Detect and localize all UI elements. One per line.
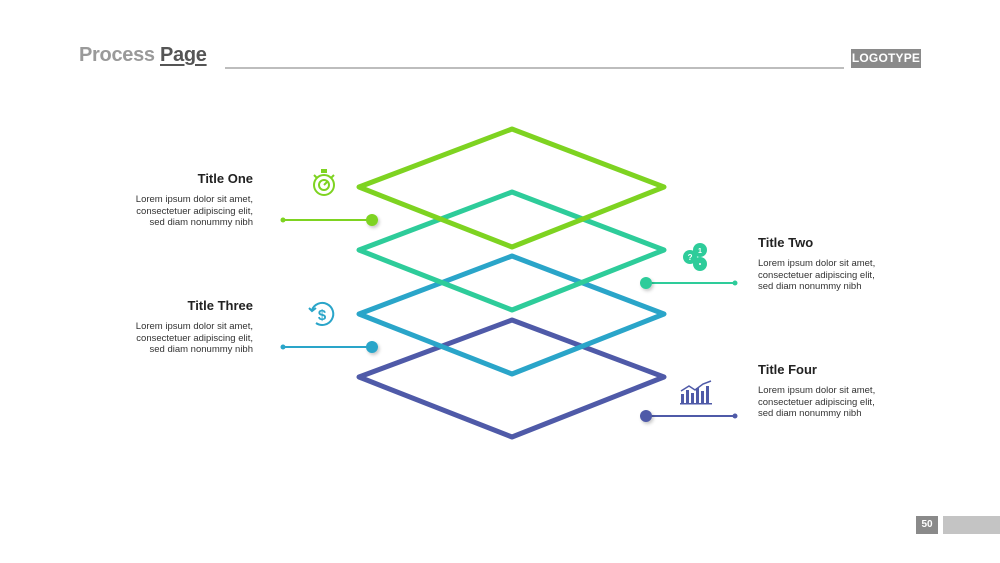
- body-four-line-2: consectetuer adipiscing elit,: [758, 396, 875, 408]
- page-number: 50: [916, 516, 938, 534]
- text-block-two: Title Two Lorem ipsum dolor sit amet, co…: [758, 235, 958, 293]
- title-four: Title Four: [758, 362, 817, 377]
- body-one-line-1: Lorem ipsum dolor sit amet,: [135, 194, 253, 205]
- body-two-line-2: consectetuer adipiscing elit,: [758, 269, 875, 281]
- connector-one: [280, 214, 378, 226]
- connector-two: [640, 277, 738, 289]
- dollar-refresh-icon: $: [308, 301, 335, 326]
- page-title-part1: Process: [79, 44, 155, 66]
- layer-two-diamond: [356, 189, 667, 313]
- page-title-part2: Page: [160, 44, 207, 66]
- title-three: Title Three: [187, 298, 253, 313]
- stopwatch-icon: [313, 169, 335, 196]
- page-title: Process Page: [79, 44, 207, 67]
- connector-three: [280, 341, 378, 353]
- text-block-one: Title One Lorem ipsum dolor sit amet, co…: [53, 171, 253, 229]
- body-three: Lorem ipsum dolor sit amet, consectetuer…: [53, 321, 253, 356]
- text-block-three: Title Three Lorem ipsum dolor sit amet, …: [53, 298, 253, 356]
- body-three-line-3: sed diam nonummy nibh: [149, 344, 254, 355]
- body-one-line-2: consectetuer adipiscing elit,: [136, 205, 253, 217]
- svg-text:$: $: [318, 307, 327, 324]
- layer-three-diamond: [356, 253, 667, 377]
- layer-one-diamond: [356, 126, 667, 250]
- bar-chart-icon: [680, 380, 712, 405]
- body-two-line-3: sed diam nonummy nibh: [758, 281, 862, 292]
- body-one: Lorem ipsum dolor sit amet, consectetuer…: [53, 194, 253, 229]
- process-cycle-icon: ? 1: [683, 243, 707, 271]
- connector-four: [640, 410, 738, 422]
- body-three-line-2: consectetuer adipiscing elit,: [136, 332, 253, 344]
- header-divider: [225, 67, 844, 69]
- title-two: Title Two: [758, 235, 814, 250]
- body-three-line-1: Lorem ipsum dolor sit amet,: [135, 321, 253, 332]
- svg-text:1: 1: [698, 248, 702, 255]
- body-four: Lorem ipsum dolor sit amet, consectetuer…: [758, 385, 958, 420]
- title-one: Title One: [197, 171, 253, 186]
- logo: LOGOTYPE: [851, 49, 921, 68]
- body-two: Lorem ipsum dolor sit amet, consectetuer…: [758, 258, 958, 293]
- footer-bar: [943, 516, 1000, 534]
- body-four-line-1: Lorem ipsum dolor sit amet,: [758, 385, 876, 396]
- svg-text:?: ?: [688, 253, 693, 262]
- body-one-line-3: sed diam nonummy nibh: [149, 217, 254, 228]
- body-two-line-1: Lorem ipsum dolor sit amet,: [758, 258, 876, 269]
- body-four-line-3: sed diam nonummy nibh: [758, 408, 862, 419]
- layer-four-diamond: [356, 317, 667, 440]
- text-block-four: Title Four Lorem ipsum dolor sit amet, c…: [758, 362, 958, 420]
